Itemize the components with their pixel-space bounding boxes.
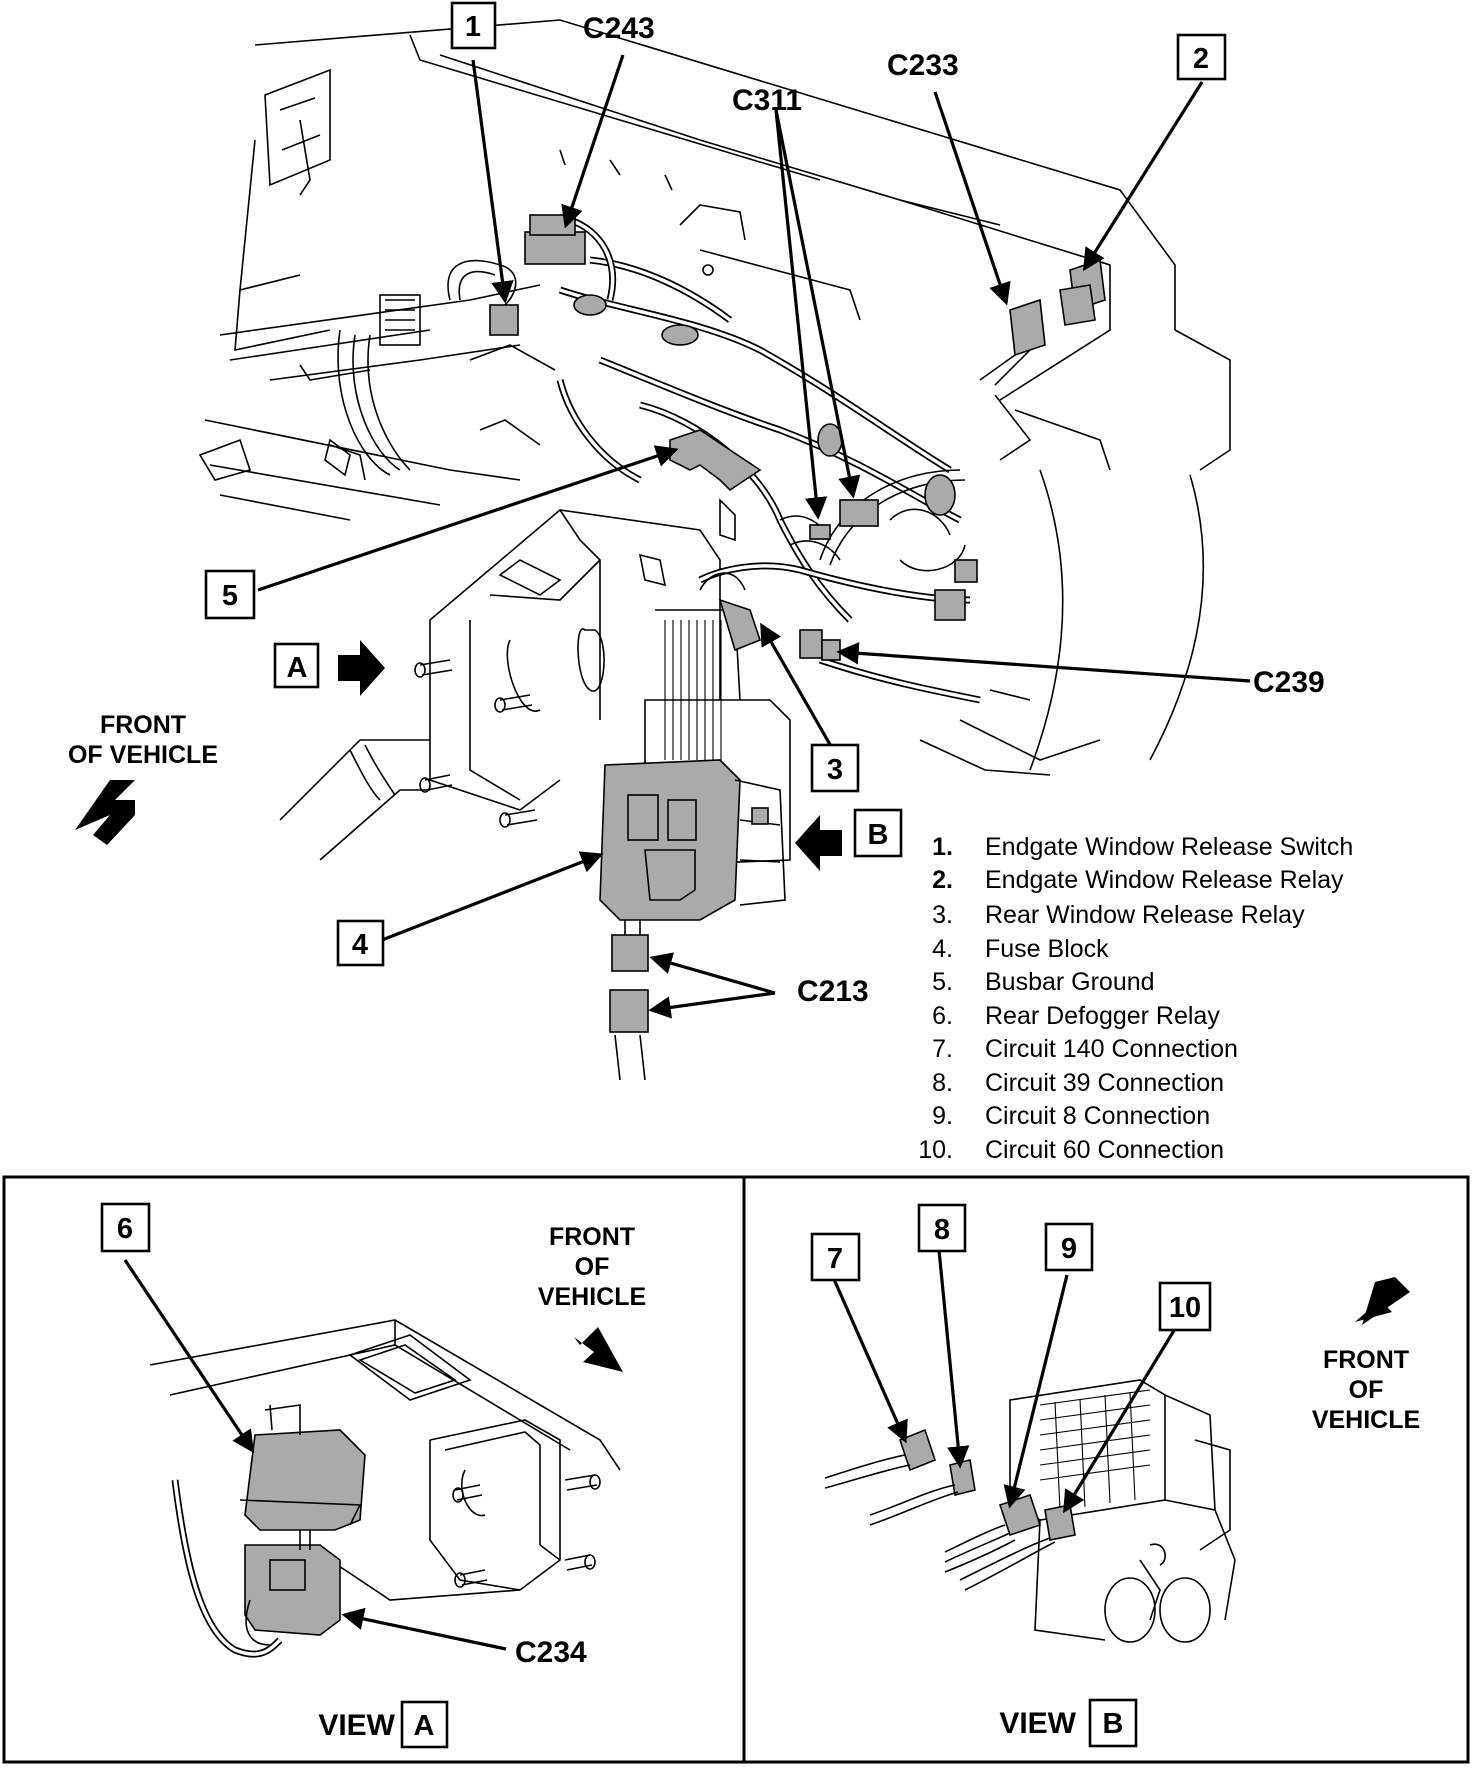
svg-text:4: 4 [352,929,368,961]
svg-text:6: 6 [117,1213,133,1245]
legend-number: 7. [932,1035,953,1063]
svg-text:10: 10 [1169,1292,1201,1324]
svg-text:8: 8 [934,1214,950,1246]
front-label-view-b-line3: VEHICLE [1312,1406,1420,1434]
legend-number: 4. [932,935,953,963]
legend-item-text: Circuit 39 Connection [985,1069,1224,1097]
legend-item-text: Fuse Block [985,935,1109,963]
legend-number: 10. [918,1136,953,1164]
svg-text:9: 9 [1061,1233,1077,1265]
svg-text:B: B [868,819,889,851]
view-b-marker: B [853,808,903,858]
svg-text:A: A [287,652,308,684]
legend-number: 9. [932,1102,953,1130]
front-label-view-b-line2: OF [1349,1376,1384,1404]
svg-text:2: 2 [1193,43,1209,75]
label-c311: C311 [732,84,802,117]
front-label-main-line2: OF VEHICLE [68,741,218,769]
front-label-view-a-line2: OF [575,1253,610,1281]
view-a-panel [2,1175,746,1764]
legend: 1. Endgate Window Release Switch 2. Endgate… [918,833,1353,1164]
front-label-view-a-line1: FRONT [549,1223,635,1251]
callout-7: 7 [810,1232,861,1282]
legend-item-text: Circuit 140 Connection [985,1035,1238,1063]
label-c233: C233 [887,49,959,82]
svg-text:3: 3 [827,754,843,786]
front-arrow-icon [75,780,135,845]
legend-number: 5. [932,968,953,996]
bracket-bolts [414,659,538,828]
legend-item-text: Rear Window Release Relay [985,901,1305,929]
view-b-front-arrow-icon [1355,1277,1410,1325]
view-a-arrow-icon [338,640,385,696]
view-a-marker: A [273,642,320,689]
svg-text:A: A [414,1710,435,1742]
legend-item-text: Rear Defogger Relay [985,1002,1220,1030]
main-leaders [257,54,1251,1019]
label-c239: C239 [1253,666,1325,699]
legend-number: 6. [932,1002,953,1030]
svg-text:VIEW: VIEW [318,1709,395,1742]
legend-number: 2. [932,866,953,894]
callout-1: 1 [450,1,497,50]
svg-text:VIEW: VIEW [999,1707,1076,1740]
label-c213: C213 [797,975,869,1008]
legend-number: 1. [932,833,953,861]
view-a-illustration [149,1319,621,1658]
view-b-illustration [824,1379,1236,1643]
svg-text:7: 7 [827,1243,843,1275]
callout-5: 5 [204,569,256,620]
callout-3: 3 [810,743,860,793]
legend-number: 8. [932,1069,953,1097]
front-label-main-line1: FRONT [100,711,186,739]
callout-6: 6 [100,1202,151,1253]
view-a-front-arrow-icon [574,1327,623,1372]
callout-8: 8 [917,1203,967,1253]
svg-text:B: B [1103,1708,1124,1740]
callout-9: 9 [1044,1222,1094,1272]
view-a-caption: VIEW A [318,1700,449,1749]
label-c234: C234 [515,1636,587,1669]
legend-item-text: Busbar Ground [985,968,1155,996]
front-label-view-b-line1: FRONT [1323,1346,1409,1374]
callout-2: 2 [1176,33,1227,81]
view-b-arrow-icon [795,815,842,871]
view-b-panel [742,1175,1470,1764]
label-c243: C243 [583,12,655,45]
legend-item-text: Circuit 60 Connection [985,1136,1224,1164]
callout-10: 10 [1158,1281,1212,1332]
legend-item-text: Endgate Window Release Relay [985,866,1344,894]
svg-text:5: 5 [222,580,238,612]
svg-text:1: 1 [465,11,481,43]
fuse-block [599,572,791,921]
front-label-view-a-line3: VEHICLE [538,1283,646,1311]
legend-item-text: Endgate Window Release Switch [985,833,1353,861]
legend-number: 3. [932,901,953,929]
callout-4: 4 [336,919,385,967]
view-b-caption: VIEW B [999,1698,1138,1748]
legend-item-text: Circuit 8 Connection [985,1102,1210,1130]
